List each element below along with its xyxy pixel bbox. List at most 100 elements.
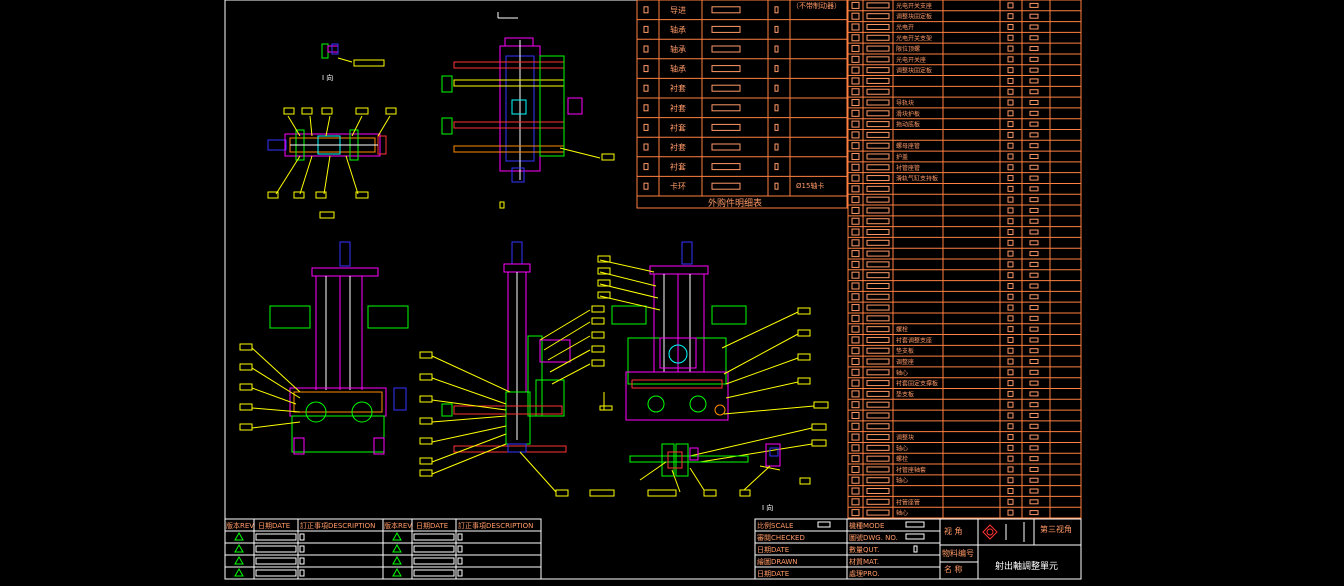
part-row-name: 调整块	[896, 434, 914, 442]
note-clip: Ø15轴卡	[796, 181, 824, 190]
part-row-qty	[1007, 455, 1014, 462]
view-top-vertical-assembly	[441, 12, 615, 209]
part-row-qty	[1007, 153, 1014, 160]
part-row-code	[866, 23, 890, 30]
rev-col-desc-2: 訂正事項DESCRIPTION	[458, 521, 533, 530]
part-row-name: 光电开	[896, 23, 914, 31]
part-row-code	[866, 347, 890, 354]
revision-field	[457, 533, 463, 541]
part-row-material	[1029, 110, 1039, 116]
part-row-marker	[851, 368, 860, 376]
outsource-row-name: 衬套	[670, 122, 686, 132]
revision-field	[255, 557, 297, 565]
part-row-code	[866, 164, 890, 171]
part-row-qty	[1007, 196, 1014, 203]
tb-drawn: 繪圖DRAWN	[757, 557, 798, 566]
part-row-qty	[1007, 88, 1014, 95]
part-row-marker	[851, 45, 860, 53]
part-row-code	[866, 77, 890, 84]
part-row-qty	[1007, 23, 1014, 30]
outsource-row-qty	[774, 143, 779, 151]
part-row-material	[1029, 13, 1039, 19]
part-row-qty	[1007, 142, 1014, 149]
revision-field	[413, 545, 455, 553]
part-row-code	[866, 434, 890, 441]
drawing-title: 射出軸調整單元	[995, 560, 1058, 572]
part-row-code	[866, 390, 890, 397]
part-row-code	[866, 412, 890, 419]
part-row-material	[1029, 337, 1039, 343]
outsource-row-name: 衬套	[670, 83, 686, 93]
revision-field	[413, 533, 455, 541]
part-row-material	[1029, 164, 1039, 170]
revision-triangle-icon	[392, 543, 402, 553]
part-row-qty	[1007, 121, 1014, 128]
outsource-row-name: 轴承	[670, 24, 686, 34]
part-row-code	[866, 67, 890, 74]
part-row-name: 轴心	[896, 369, 908, 377]
outsource-row-field	[711, 123, 741, 131]
outsource-row-marker	[643, 123, 649, 131]
part-row-qty	[1007, 56, 1014, 63]
part-row-marker	[851, 99, 860, 107]
outsource-row-field	[711, 6, 741, 14]
part-row-qty	[1007, 185, 1014, 192]
part-row-marker	[851, 217, 860, 225]
projection-symbol-icon	[982, 522, 1025, 542]
tb-item-no-label: 物料编号	[942, 548, 974, 558]
part-row-code	[866, 380, 890, 387]
revision-field	[255, 545, 297, 553]
tb-mode: 機種MODE	[849, 521, 884, 530]
outsource-row-marker	[643, 45, 649, 53]
part-row-qty	[1007, 77, 1014, 84]
part-row-qty	[1007, 390, 1014, 397]
part-row-name: 光电开关支座	[896, 2, 932, 10]
view-label-1: I 向	[322, 73, 333, 82]
part-row-material	[1029, 132, 1039, 138]
outsource-row-name: 衬套	[670, 142, 686, 152]
part-row-qty	[1007, 2, 1014, 9]
part-row-qty	[1007, 207, 1014, 214]
part-row-marker	[851, 336, 860, 344]
tb-scale: 比例SCALE	[757, 521, 793, 530]
part-row-name: 垫支板	[896, 390, 914, 398]
part-row-material	[1029, 445, 1039, 451]
part-row-code	[866, 326, 890, 333]
part-row-qty	[1007, 261, 1014, 268]
part-row-name: 光电开关座	[896, 56, 926, 64]
part-row-name: 衬管座管	[896, 498, 920, 506]
tb-mat: 材質MAT.	[849, 557, 879, 566]
part-row-marker	[851, 358, 860, 366]
outsource-row-marker	[643, 25, 649, 33]
revision-field	[413, 557, 455, 565]
part-row-marker	[851, 66, 860, 74]
part-row-marker	[851, 401, 860, 409]
outsource-row-marker	[643, 84, 649, 92]
part-row-code	[866, 185, 890, 192]
revision-field	[413, 569, 455, 577]
revision-field	[299, 569, 305, 577]
outsource-row-marker	[643, 182, 649, 190]
part-row-material	[1029, 251, 1039, 257]
part-row-material	[1029, 207, 1039, 213]
outsource-row-qty	[774, 45, 779, 53]
part-row-code	[866, 196, 890, 203]
part-row-material	[1029, 143, 1039, 149]
part-row-marker	[851, 77, 860, 85]
part-row-material	[1029, 510, 1039, 516]
part-row-qty	[1007, 45, 1014, 52]
part-row-marker	[851, 509, 860, 517]
part-row-material	[1029, 305, 1039, 311]
part-row-marker	[851, 260, 860, 268]
outsource-row-field	[711, 182, 741, 190]
part-row-marker	[851, 163, 860, 171]
part-row-code	[866, 239, 890, 246]
part-row-marker	[851, 152, 860, 160]
part-row-material	[1029, 283, 1039, 289]
part-row-qty	[1007, 282, 1014, 289]
part-row-material	[1029, 434, 1039, 440]
part-row-material	[1029, 89, 1039, 95]
part-row-name: 轴心	[896, 477, 908, 485]
outsource-row-qty	[774, 104, 779, 112]
revision-block: 版本REV. 日期DATE 訂正事項DESCRIPTION 版本REV. 日期D…	[224, 518, 542, 580]
